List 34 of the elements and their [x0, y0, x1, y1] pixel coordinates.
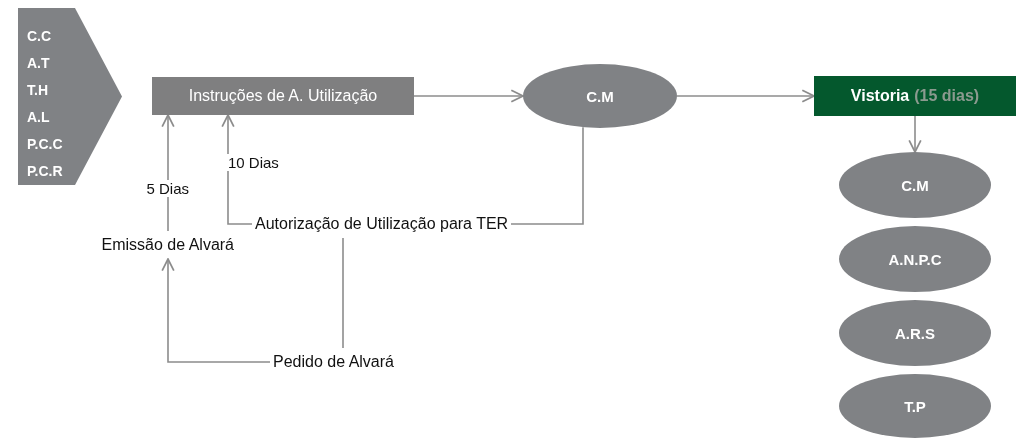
connector-line — [342, 237, 344, 349]
arrow — [161, 258, 271, 363]
abbreviation-label: P.C.R — [27, 162, 63, 181]
abbreviation-label: P.C.C — [27, 135, 63, 154]
ellipse-node — [839, 226, 991, 292]
ellipse-label: A.N.P.C — [888, 250, 942, 268]
ellipse-label: A.R.S — [895, 324, 935, 342]
edge-label: 5 Dias — [144, 179, 192, 197]
chevron-shape — [18, 8, 122, 185]
ellipse-node — [839, 374, 991, 438]
arrow — [908, 115, 922, 153]
process-box — [152, 77, 414, 115]
arrow — [161, 114, 175, 232]
ellipse-node — [839, 152, 991, 218]
text-label: Pedido de Alvará — [273, 351, 394, 373]
abbreviation-label: T.H — [27, 81, 48, 100]
ellipse-label: C.M — [586, 87, 614, 105]
box-label: Vistoria — [850, 87, 910, 105]
ellipse-node — [839, 300, 991, 366]
abbreviation-label: A.L — [27, 108, 50, 127]
connector-line — [510, 126, 584, 225]
ellipse-label: C.M — [901, 176, 929, 194]
arrow — [413, 89, 524, 103]
arrow — [676, 89, 815, 103]
abbreviation-label: A.T — [27, 54, 50, 73]
ellipse-node — [523, 64, 677, 128]
highlight-box — [814, 76, 1016, 116]
text-label: Emissão de Alvará — [101, 234, 234, 256]
ellipse-label: T.P — [904, 397, 926, 415]
box-label: Instruções de A. Utilização — [188, 87, 378, 105]
abbreviation-label: C.C — [27, 27, 52, 46]
box-label: (15 dias) — [914, 87, 980, 105]
edge-label: 10 Dias — [226, 153, 281, 171]
text-label: Autorização de Utilização para TER — [255, 213, 509, 235]
